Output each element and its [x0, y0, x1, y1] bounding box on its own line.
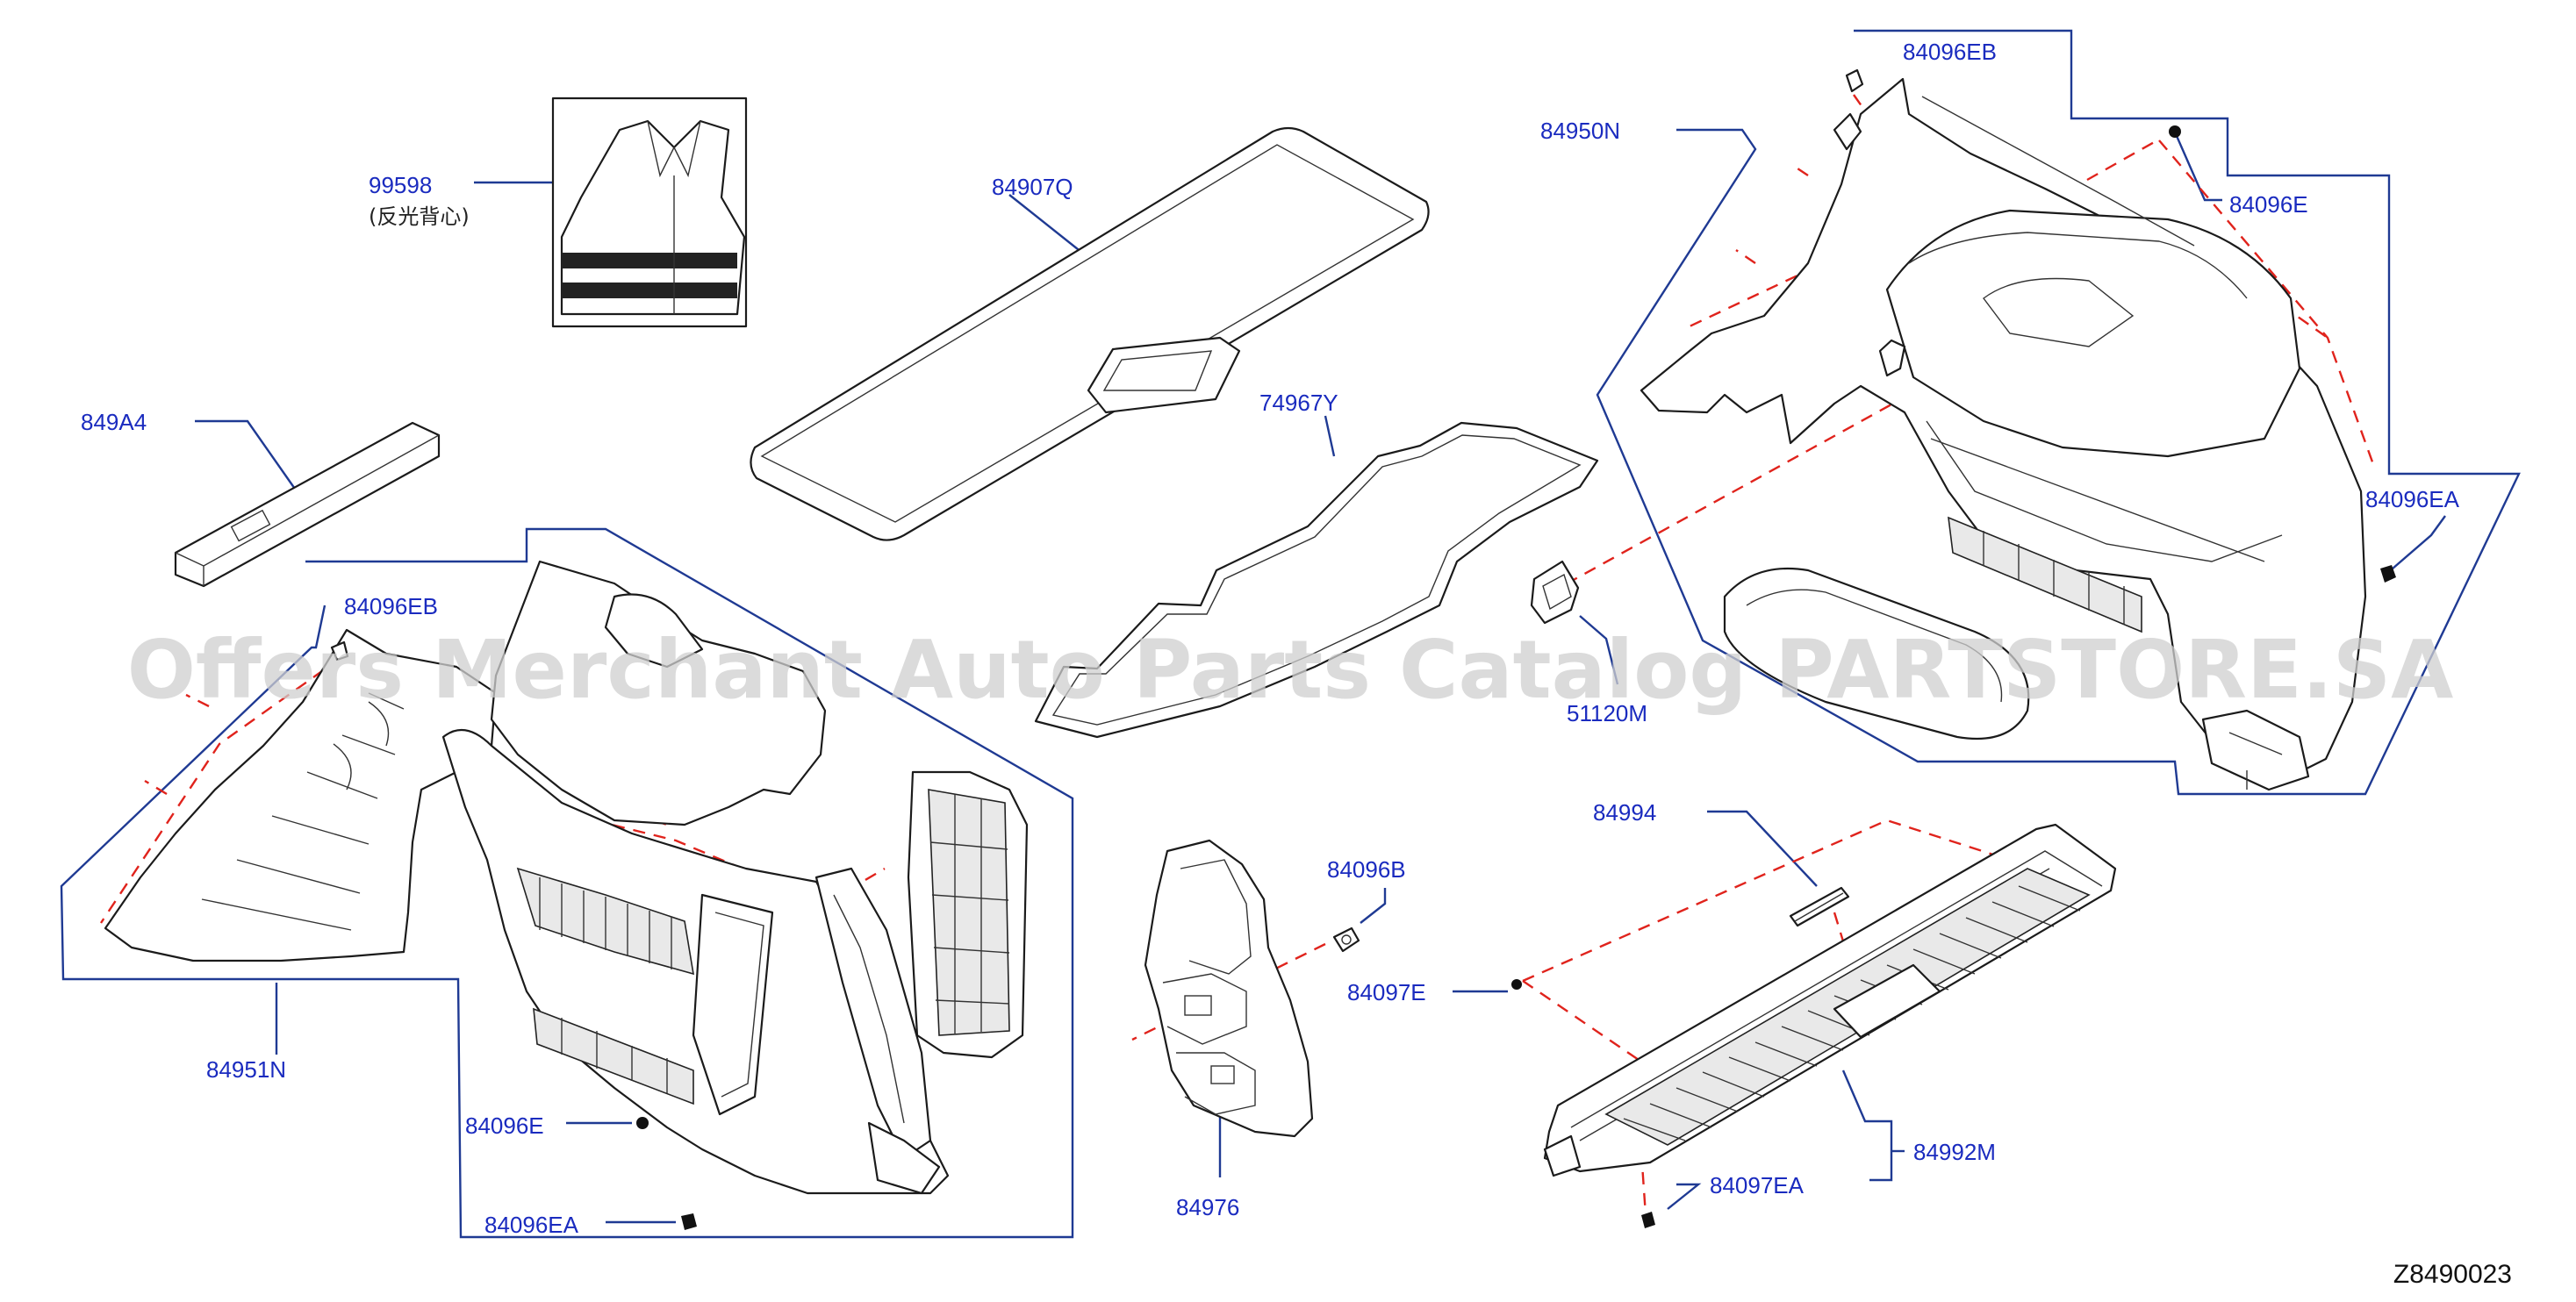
callout-84096B[interactable]: 84096B — [1327, 856, 1406, 883]
scuff-plate-84992M-illustration — [1543, 823, 2117, 1177]
callout-84907Q[interactable]: 84907Q — [992, 174, 1073, 200]
callout-99598[interactable]: 99598 — [369, 172, 432, 198]
callout-74967Y[interactable]: 74967Y — [1259, 390, 1338, 416]
clip-84096E-right-icon — [2169, 125, 2181, 138]
clip-84096E-left-icon — [636, 1117, 649, 1129]
callout-84096EA-right[interactable]: 84096EA — [2365, 486, 2460, 512]
clip-84097E-icon — [1511, 979, 1522, 990]
callout-51120M[interactable]: 51120M — [1567, 700, 1647, 726]
cargo-cover-illustration — [750, 126, 1430, 541]
callout-84096E-left[interactable]: 84096E — [465, 1112, 544, 1139]
bracket-51120M-illustration — [1530, 560, 1580, 625]
clip-84096EB-left-icon — [330, 640, 349, 662]
striker-cover-84976-illustration — [1144, 839, 1314, 1138]
callout-84976[interactable]: 84976 — [1176, 1194, 1239, 1220]
callout-849A4[interactable]: 849A4 — [81, 409, 147, 435]
callout-84096EB-right[interactable]: 84096EB — [1903, 39, 1997, 65]
callout-84992M[interactable]: 84992M — [1913, 1139, 1996, 1165]
callout-84950N[interactable]: 84950N — [1540, 118, 1620, 144]
cover-bar-84994-illustration — [1789, 886, 1850, 927]
clip-84096EB-right-icon — [1845, 68, 1864, 93]
leader-lines — [60, 29, 2521, 1239]
callout-84096EA-left[interactable]: 84096EA — [484, 1212, 579, 1238]
callout-labels: 99598 (反光背心) 84907Q 849A4 74967Y 84950N … — [81, 39, 2460, 1238]
fastener-clips — [330, 68, 2396, 1230]
diagram-code: Z8490023 — [2393, 1260, 2512, 1289]
clip-84097EA-icon — [1641, 1212, 1655, 1228]
clip-84096B-illustration — [1332, 926, 1360, 953]
reflective-vest-illustration — [551, 97, 748, 328]
callout-84994[interactable]: 84994 — [1593, 799, 1656, 826]
watermark-text: Offers Merchant Auto Parts Catalog PARTS… — [127, 623, 2454, 717]
lh-trim-panel-illustration — [104, 560, 1029, 1195]
callout-84951N[interactable]: 84951N — [206, 1056, 286, 1083]
rh-trim-panel-illustration — [1640, 77, 2367, 791]
callout-84097EA[interactable]: 84097EA — [1710, 1172, 1805, 1198]
cargo-mat-illustration — [1034, 421, 1599, 739]
callout-84097E[interactable]: 84097E — [1347, 979, 1426, 1005]
clip-84096EA-right-icon — [2380, 565, 2396, 583]
callout-84096EB-left[interactable]: 84096EB — [344, 593, 438, 619]
callout-84096E-right[interactable]: 84096E — [2229, 191, 2308, 218]
clip-84096EA-left-icon — [681, 1213, 697, 1230]
callout-99598-description: (反光背心) — [369, 204, 470, 229]
tool-bar-illustration — [174, 421, 441, 588]
